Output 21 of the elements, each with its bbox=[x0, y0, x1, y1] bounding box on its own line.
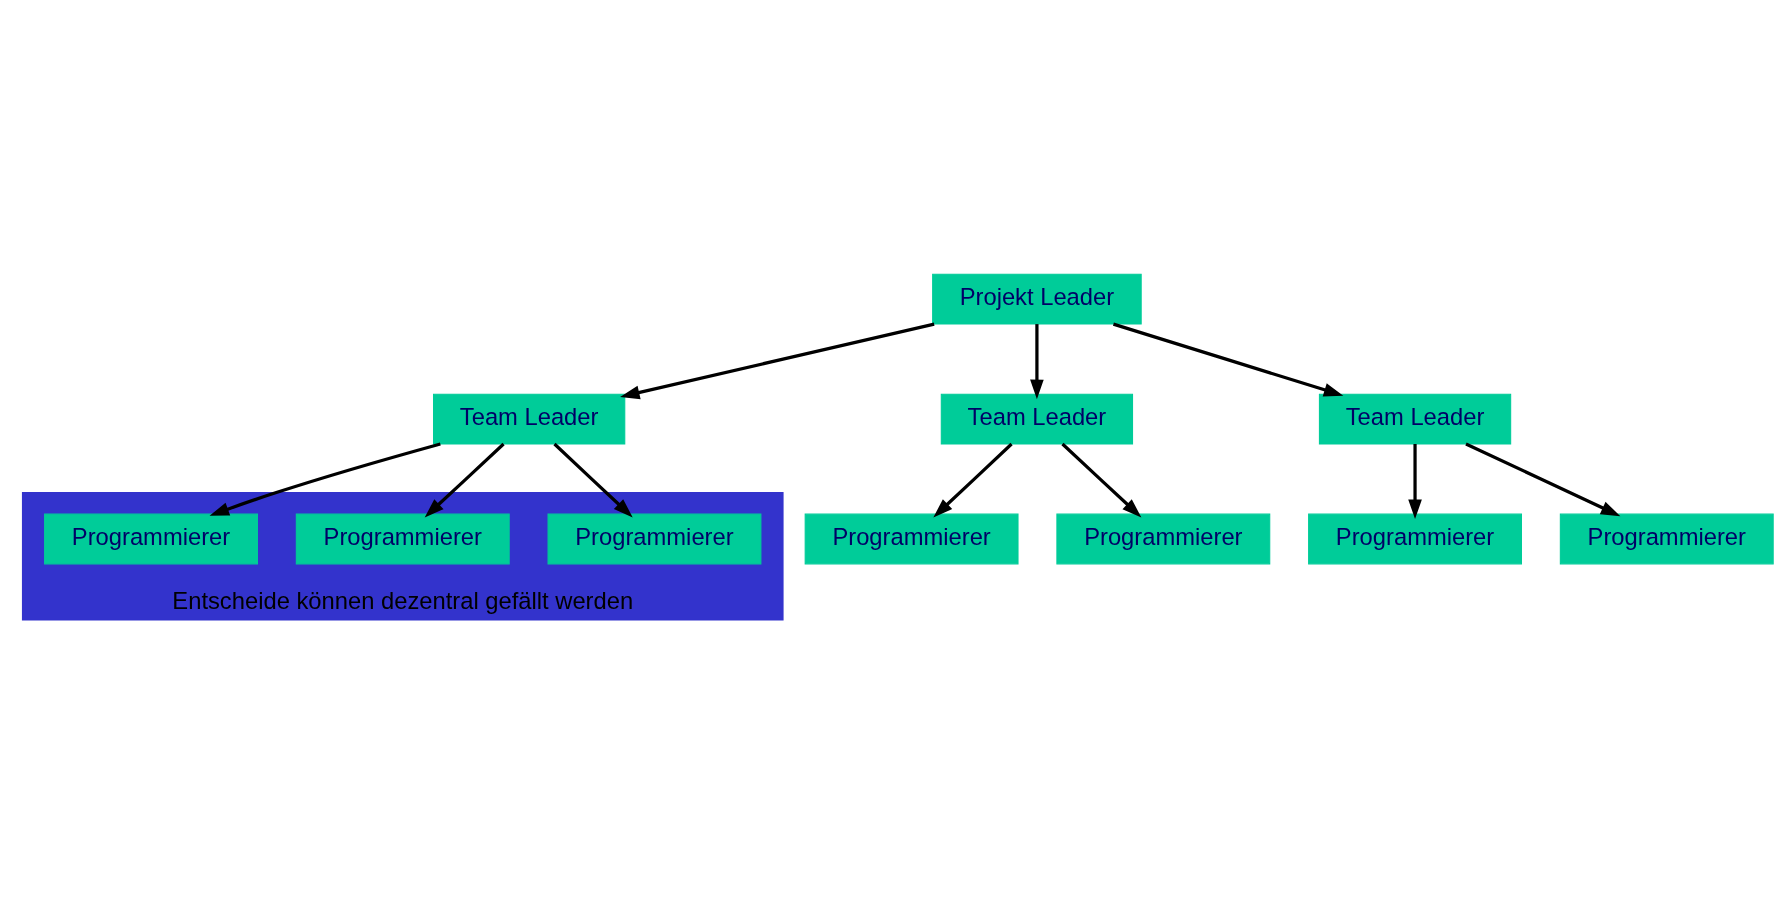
node-box: Team Leader bbox=[433, 393, 626, 444]
arrow bbox=[620, 322, 935, 399]
arrow bbox=[1465, 442, 1621, 516]
node-box: Projekt Leader bbox=[932, 273, 1142, 325]
arrow bbox=[553, 442, 633, 517]
node-box: Programmierer bbox=[44, 513, 258, 564]
arrow bbox=[424, 442, 505, 517]
node-box: Programmierer bbox=[1559, 513, 1774, 564]
node-box: Team Leader bbox=[1318, 393, 1512, 444]
arrow bbox=[1112, 322, 1344, 396]
node-box: Team Leader bbox=[940, 393, 1134, 444]
node-box: Programmierer bbox=[1056, 513, 1271, 564]
arrow bbox=[1061, 442, 1142, 517]
node-box: Programmierer bbox=[1308, 513, 1522, 564]
node-box: Programmierer bbox=[547, 513, 762, 564]
arrow bbox=[933, 442, 1013, 517]
arrow bbox=[1030, 323, 1044, 399]
node-box: Programmierer bbox=[295, 513, 510, 564]
node-box: Programmierer bbox=[804, 513, 1019, 564]
arrow bbox=[209, 441, 441, 516]
arrow bbox=[1408, 443, 1422, 519]
